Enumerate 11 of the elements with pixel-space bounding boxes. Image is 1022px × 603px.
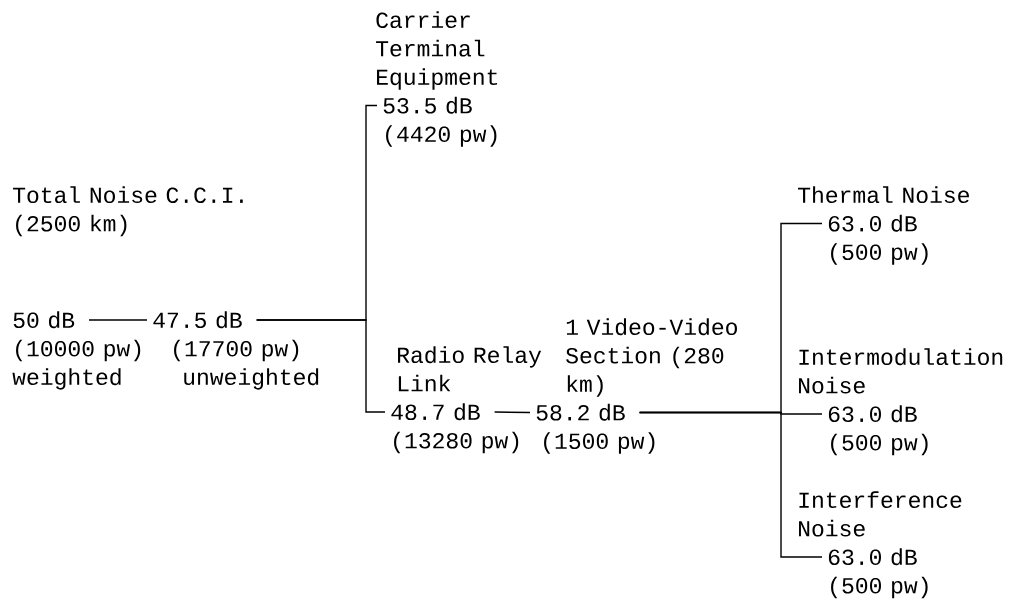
- connector-line: [493, 411, 531, 414]
- budget-entry: 47.5 dB (17700 pw) unweighted: [153, 311, 319, 390]
- budget-entry: Intermodulation Noise 63.0 dB (500 pw): [799, 348, 1003, 456]
- budget-entry: Thermal Noise 63.0 dB (500 pw): [798, 186, 969, 265]
- connector-line: [255, 319, 386, 413]
- budget-entry: 50 dB (10000 pw) weighted: [12, 311, 141, 390]
- budget-entry: Interference Noise 63.0 dB (500 pw): [799, 491, 962, 599]
- heading-text: Total Noise C.C.I. (2500 km): [13, 186, 243, 237]
- connector-line: [88, 319, 148, 321]
- budget-entry: Carrier Terminal Equipment 53.5 dB (4420 pw): [376, 11, 497, 147]
- connector-line: [638, 411, 823, 558]
